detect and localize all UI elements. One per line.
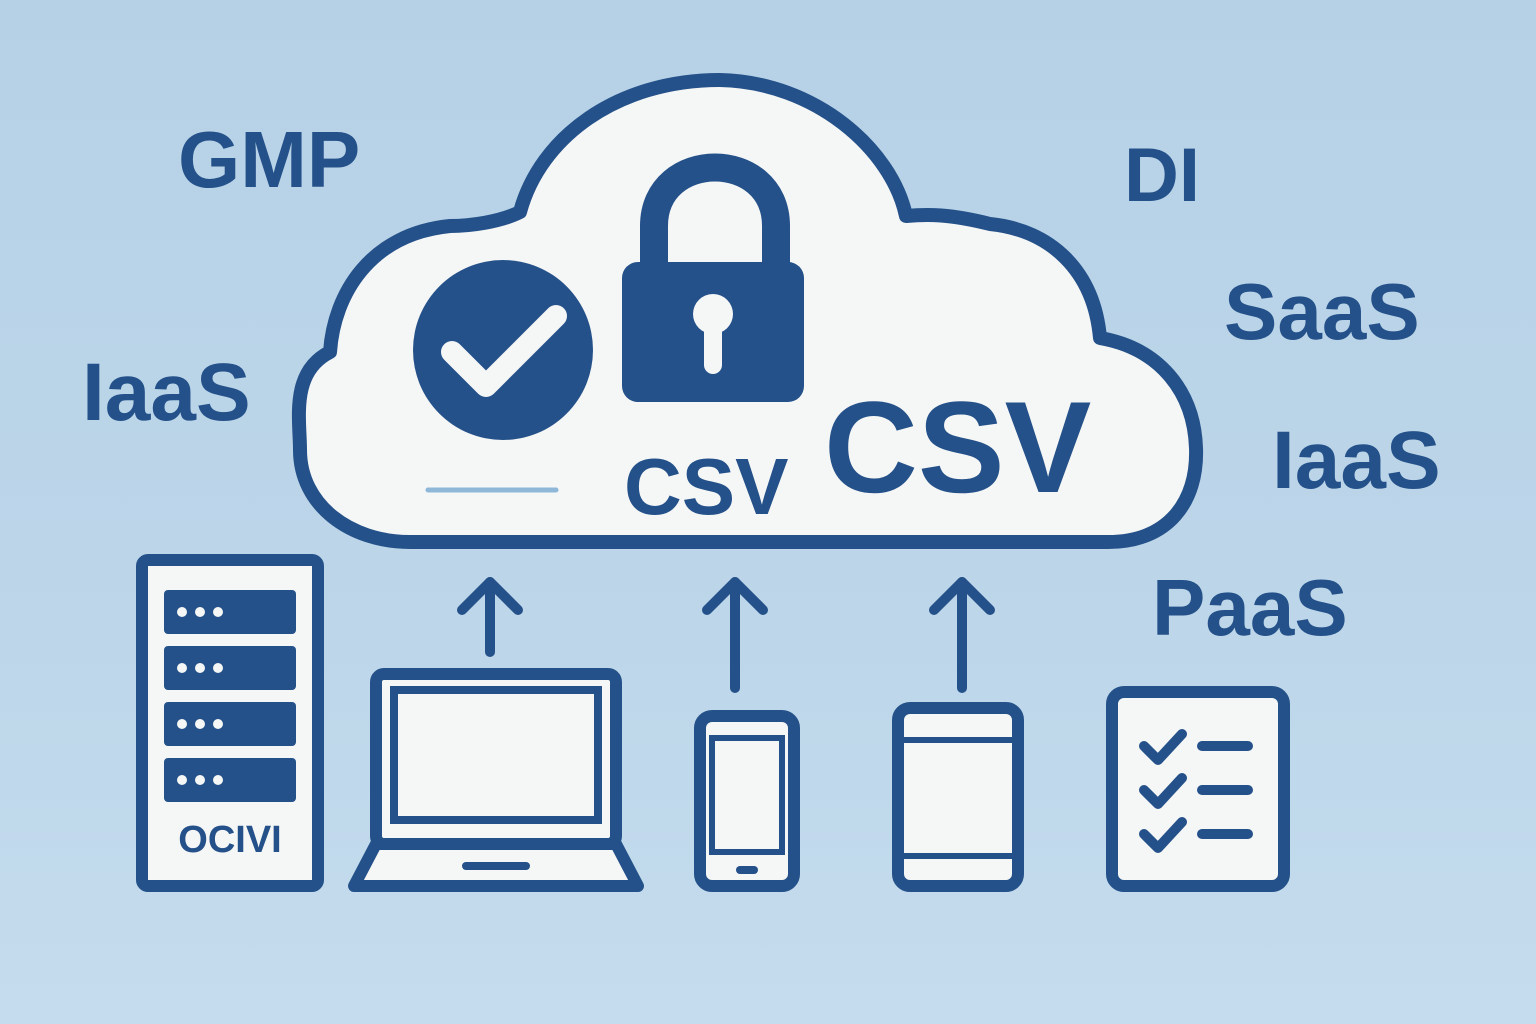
term-di: DI — [1124, 133, 1200, 218]
server-label: OCIVI — [178, 819, 281, 861]
check-circle-icon — [413, 260, 593, 440]
checklist-icon — [1106, 686, 1290, 892]
laptop-icon — [348, 668, 644, 892]
smartphone-icon — [694, 710, 800, 892]
arrow-up-icon — [702, 577, 768, 693]
term-gmp: GMP — [178, 115, 361, 204]
arrow-up-icon — [929, 577, 995, 693]
tablet-icon — [892, 702, 1024, 892]
server-rack-icon: OCIVI — [136, 554, 324, 892]
term-iaas-right: IaaS — [1272, 415, 1441, 506]
arrow-up-icon — [457, 577, 523, 657]
padlock-icon — [622, 153, 804, 402]
term-paas: PaaS — [1152, 563, 1348, 652]
term-iaas-left: IaaS — [82, 347, 251, 438]
csv-label-large: CSV — [824, 374, 1091, 520]
term-saas: SaaS — [1224, 267, 1420, 356]
csv-label-small: CSV — [624, 442, 789, 531]
